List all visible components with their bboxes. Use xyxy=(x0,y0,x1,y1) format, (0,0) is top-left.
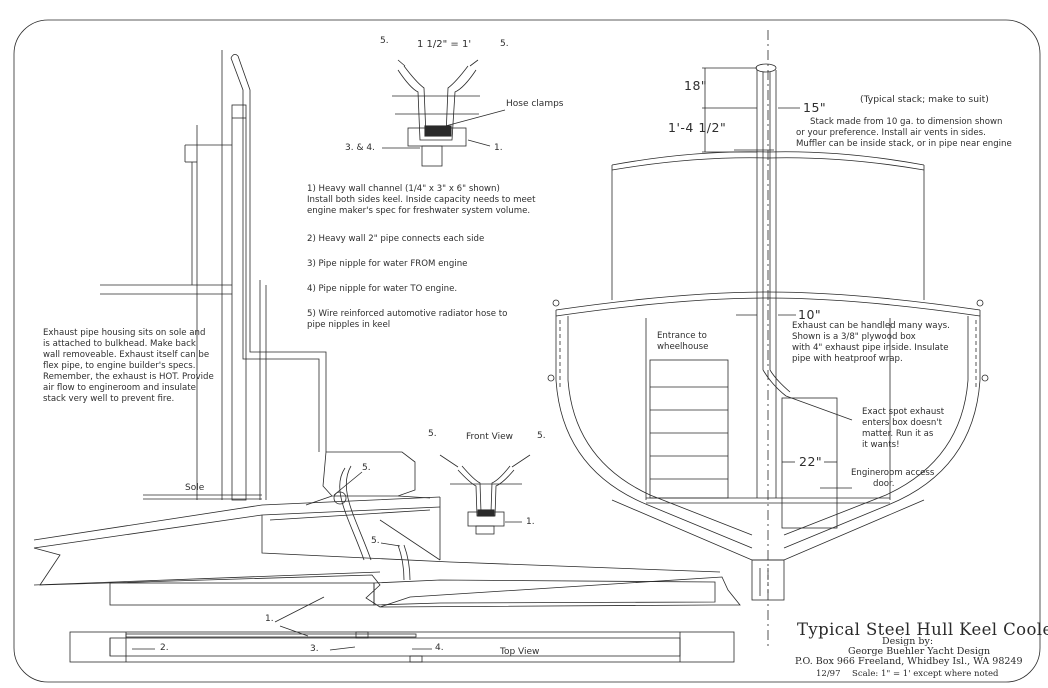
design-by-label: Design by: xyxy=(882,636,934,647)
dim-22: 22" xyxy=(799,454,823,469)
drawing-date: 12/97 xyxy=(816,669,841,679)
engineroom-door-label: Engineroom access door. xyxy=(851,468,935,489)
hose-clamps-label: Hose clamps xyxy=(506,99,564,109)
drawing-scale: Scale: 1" = 1' except where noted xyxy=(852,669,999,679)
detail-scale-label: 1 1/2" = 1' xyxy=(417,39,472,50)
front-view-label: Front View xyxy=(466,432,513,442)
side-callout-2: 2. xyxy=(160,643,169,653)
note-1: 1) Heavy wall channel (1/4" x 3" x 6" sh… xyxy=(307,184,536,216)
dim-15: 15" xyxy=(803,100,827,115)
note-4: 4) Pipe nipple for water TO engine. xyxy=(307,284,458,294)
designer-name: George Buehler Yacht Design xyxy=(848,646,991,657)
side-callout-1: 1. xyxy=(265,614,274,624)
side-callout-5-engine: 5. xyxy=(362,463,371,473)
front-callout-1: 1. xyxy=(526,517,535,527)
dim-10: 10" xyxy=(798,307,822,322)
detail-callout-5-left: 5. xyxy=(380,36,389,46)
sheet-border xyxy=(13,19,1041,683)
channel-detail xyxy=(382,59,506,167)
exhaust-handled-note: Exhaust can be handled many ways. Shown … xyxy=(792,321,950,364)
dim-1-4-1-2: 1'-4 1/2" xyxy=(668,120,727,135)
exhaust-housing-note: Exhaust pipe housing sits on sole and is… xyxy=(43,328,214,404)
front-callout-5-right: 5. xyxy=(537,431,546,441)
entrance-label: Entrance to wheelhouse xyxy=(657,331,709,352)
stack-heading: (Typical stack; make to suit) xyxy=(860,94,989,105)
side-callout-3: 3. xyxy=(310,644,319,654)
section-view xyxy=(547,30,989,650)
note-3: 3) Pipe nipple for water FROM engine xyxy=(307,259,468,269)
exact-spot-note: Exact spot exhaust enters box doesn't ma… xyxy=(862,407,945,450)
side-callout-4: 4. xyxy=(435,643,444,653)
side-view-hull xyxy=(33,50,741,663)
front-callout-5-left: 5. xyxy=(428,429,437,439)
designer-address: P.O. Box 966 Freeland, Whidbey Isl., WA … xyxy=(795,656,1023,667)
side-callout-5-hose: 5. xyxy=(371,536,380,546)
note-5: 5) Wire reinforced automotive radiator h… xyxy=(307,309,508,330)
detail-callout-1: 1. xyxy=(494,143,503,153)
detail-callout-5-right: 5. xyxy=(500,39,509,49)
detail-callout-3-4: 3. & 4. xyxy=(345,143,375,153)
front-view-detail xyxy=(439,454,531,535)
note-2: 2) Heavy wall 2" pipe connects each side xyxy=(307,234,485,244)
drawing-title: Typical Steel Hull Keel Cooler xyxy=(797,620,1048,639)
sole-label: Sole xyxy=(185,483,205,493)
stack-note: Stack made from 10 ga. to dimension show… xyxy=(796,117,1012,149)
top-view-label: Top View xyxy=(500,647,540,657)
dim-18: 18" xyxy=(684,78,708,93)
